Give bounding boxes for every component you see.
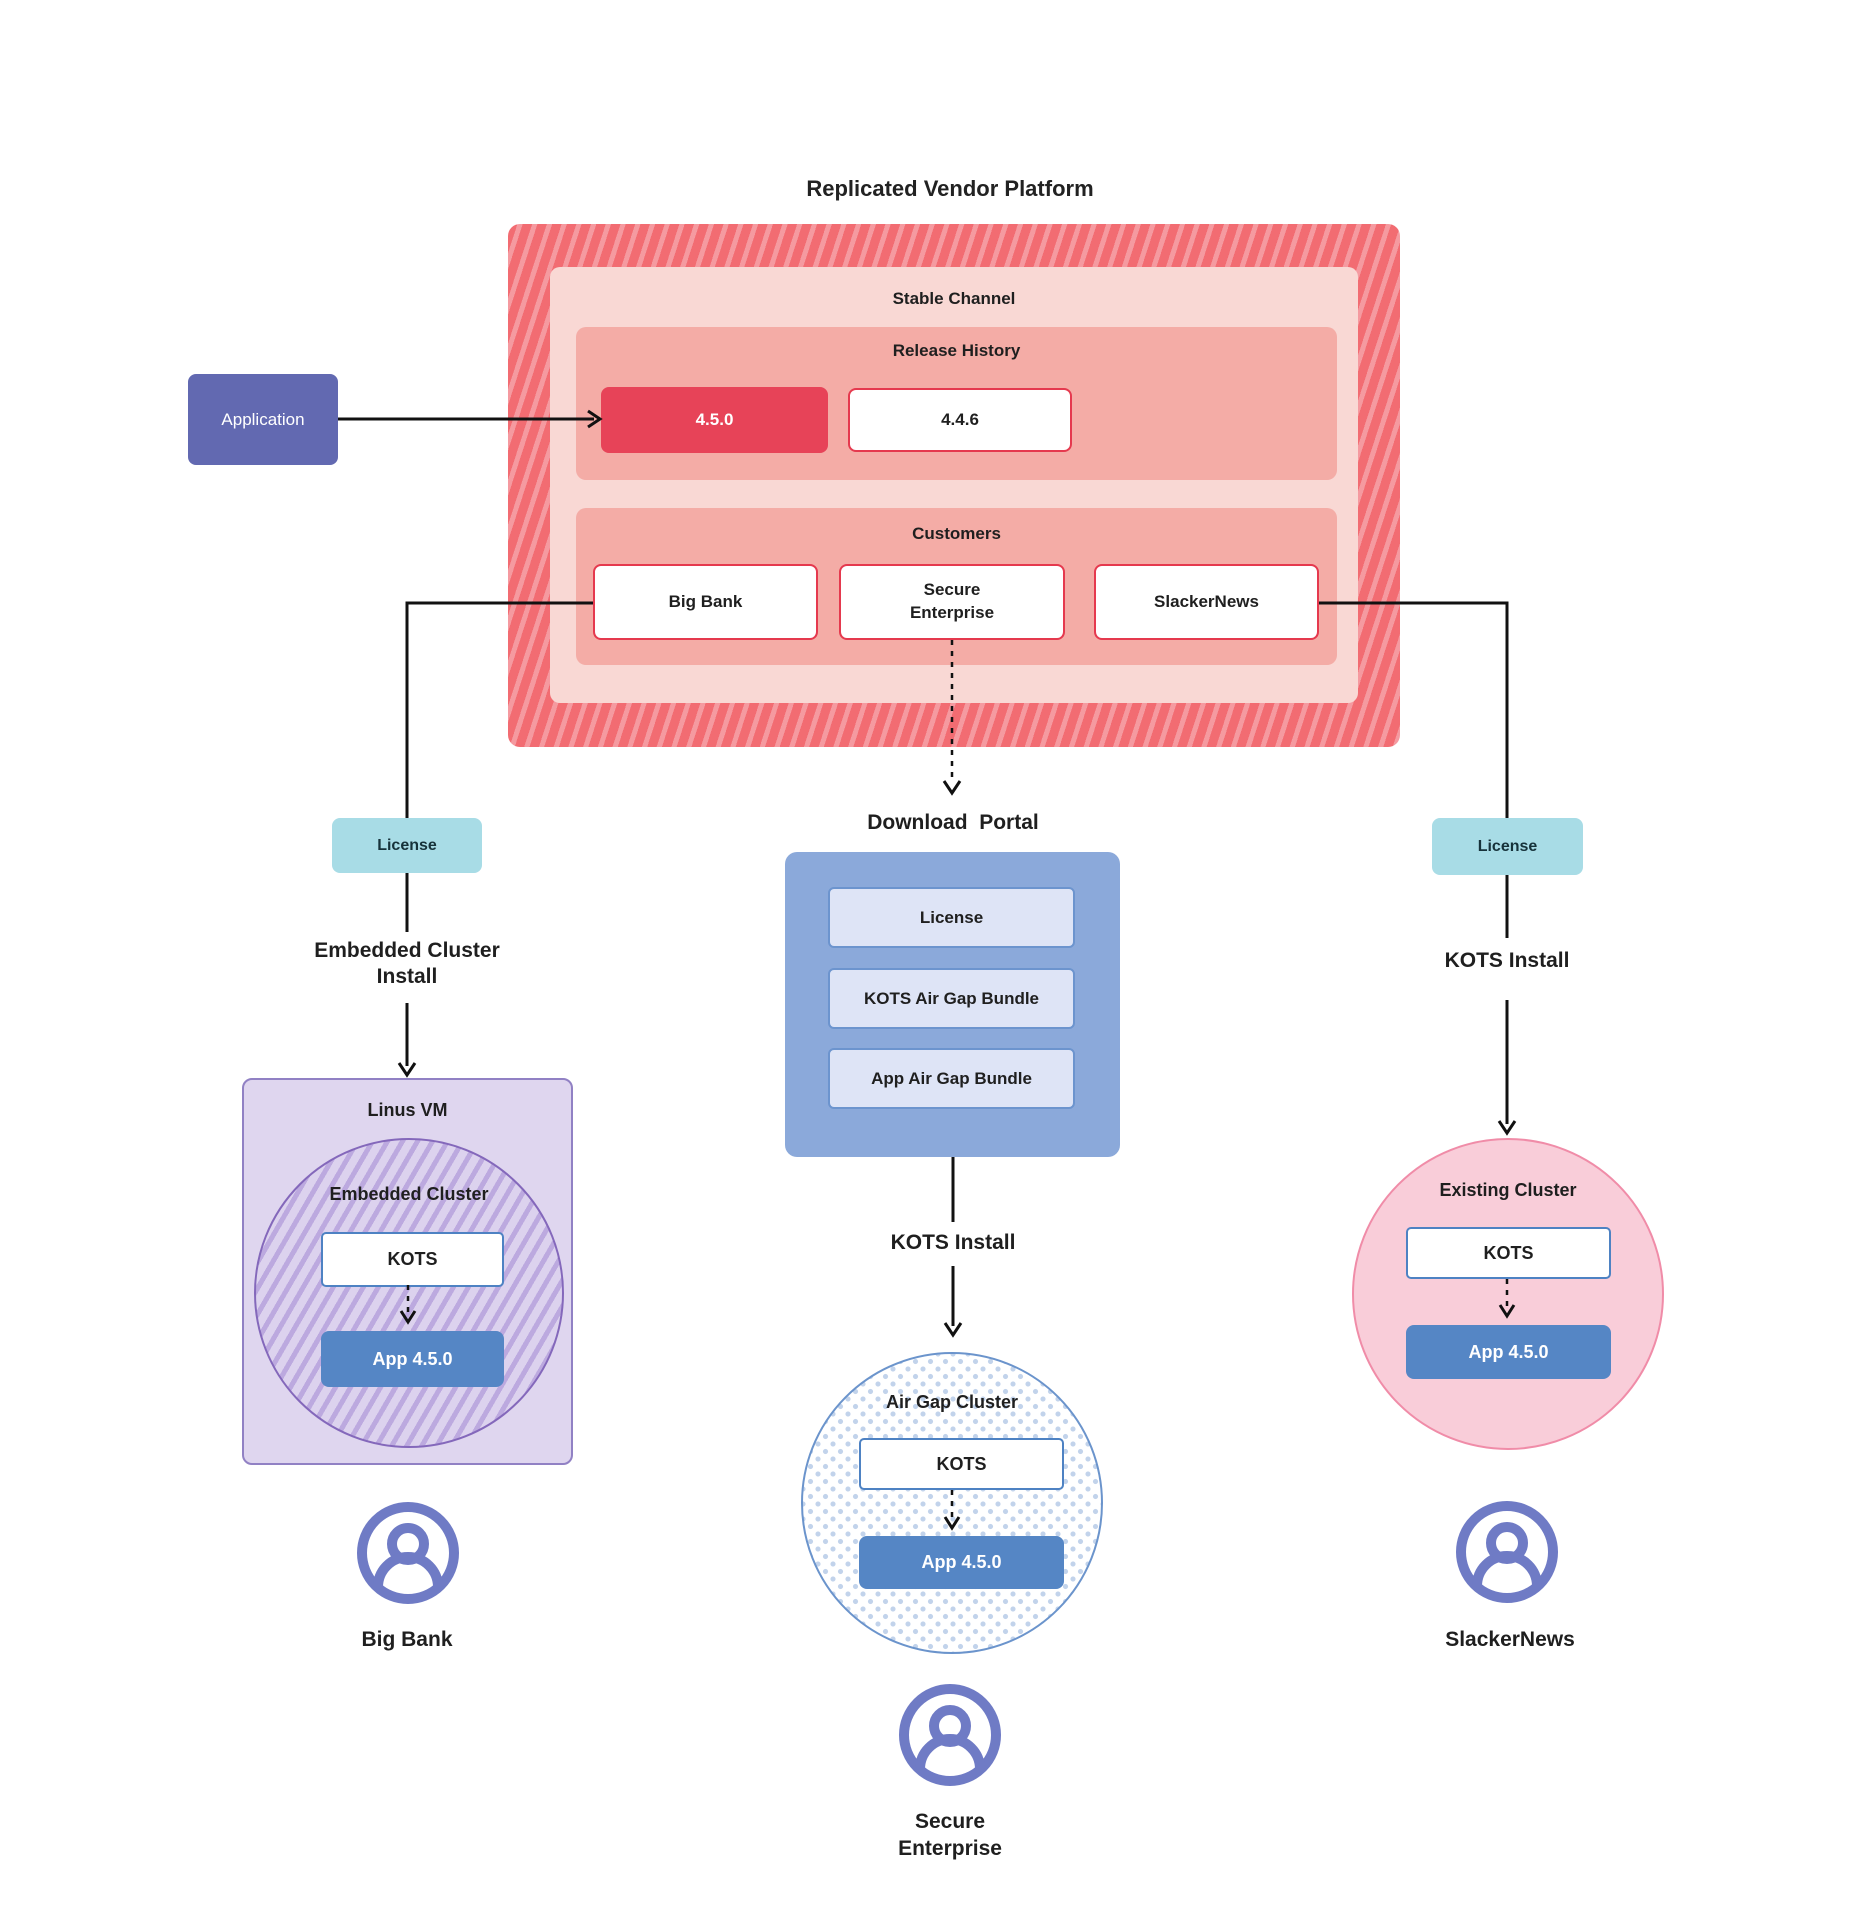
customer-big-bank-node: Big Bank xyxy=(593,564,818,640)
air-gap-cluster-circle: Air Gap Cluster KOTS App 4.5.0 xyxy=(801,1352,1103,1654)
portal-kots-bundle-item: KOTS Air Gap Bundle xyxy=(828,968,1075,1029)
kots-node-middle: KOTS xyxy=(859,1438,1064,1490)
stable-channel-box: Stable Channel Release History 4.5.0 4.4… xyxy=(550,267,1358,703)
replicated-vendor-platform-box: Stable Channel Release History 4.5.0 4.4… xyxy=(508,224,1400,747)
stable-channel-label: Stable Channel xyxy=(892,289,1016,308)
diagram-title: Replicated Vendor Platform xyxy=(806,176,1094,201)
download-portal-box: License KOTS Air Gap Bundle App Air Gap … xyxy=(785,852,1120,1157)
application-label: Application xyxy=(221,409,305,429)
kots-node-right-label: KOTS xyxy=(1483,1242,1534,1263)
customer-slackernews-label: SlackerNews xyxy=(1154,592,1259,611)
kots-install-right-label: KOTS Install xyxy=(1444,949,1570,972)
app-node-right: App 4.5.0 xyxy=(1406,1325,1611,1379)
customer-slackernews-node: SlackerNews xyxy=(1094,564,1319,640)
embedded-cluster-install-label: Embedded Cluster Install xyxy=(314,939,500,989)
release-history-box: Release History 4.5.0 4.4.6 xyxy=(576,327,1337,480)
arrowhead-secure-to-portal xyxy=(942,780,962,796)
arrowhead-kots-install-to-airgap xyxy=(943,1322,963,1338)
release-4-5-0-node: 4.5.0 xyxy=(601,387,828,453)
release-4-4-6-label: 4.4.6 xyxy=(941,410,979,429)
slackernews-user-icon xyxy=(1456,1501,1558,1603)
license-chip-right-label: License xyxy=(1477,837,1538,855)
secure-enterprise-name: Secure Enterprise xyxy=(898,1810,1002,1861)
license-chip-left: License xyxy=(332,818,482,873)
linus-vm-label: Linus VM xyxy=(367,1100,448,1120)
app-node-middle: App 4.5.0 xyxy=(859,1536,1064,1589)
kots-node-middle-label: KOTS xyxy=(936,1453,987,1474)
app-node-left: App 4.5.0 xyxy=(321,1331,504,1387)
portal-app-bundle-label: App Air Gap Bundle xyxy=(871,1068,1032,1088)
embedded-cluster-circle: Embedded Cluster KOTS App 4.5.0 xyxy=(254,1138,564,1448)
download-portal-label: Download Portal xyxy=(867,811,1039,834)
customer-secure-enterprise-node: Secure Enterprise xyxy=(839,564,1065,640)
license-chip-left-label: License xyxy=(377,836,437,854)
big-bank-name: Big Bank xyxy=(361,1628,453,1651)
release-4-5-0-label: 4.5.0 xyxy=(695,410,734,429)
customer-big-bank-label: Big Bank xyxy=(668,592,743,611)
kots-node-right: KOTS xyxy=(1406,1227,1611,1279)
release-4-4-6-node: 4.4.6 xyxy=(848,388,1072,452)
app-node-right-label: App 4.5.0 xyxy=(1468,1341,1549,1362)
arrowhead-kots-install-to-existing xyxy=(1497,1120,1517,1136)
existing-cluster-label: Existing Cluster xyxy=(1439,1180,1577,1200)
big-bank-user-icon xyxy=(357,1502,459,1604)
air-gap-cluster-label: Air Gap Cluster xyxy=(885,1392,1019,1412)
linus-vm-box: Linus VM Embedded Cluster KOTS App 4.5.0 xyxy=(242,1078,573,1465)
secure-enterprise-user-icon xyxy=(899,1684,1001,1786)
portal-license-label: License xyxy=(919,907,984,927)
embedded-cluster-label: Embedded Cluster xyxy=(329,1184,489,1204)
customers-box: Customers Big Bank Secure Enterprise Sla… xyxy=(576,508,1337,665)
app-node-middle-label: App 4.5.0 xyxy=(921,1552,1002,1572)
release-history-label: Release History xyxy=(892,341,1021,360)
customer-secure-enterprise-label: Secure Enterprise xyxy=(909,580,995,622)
kots-node-left: KOTS xyxy=(321,1232,504,1287)
kots-node-left-label: KOTS xyxy=(387,1249,438,1269)
arrowhead-ec-install-to-vm xyxy=(397,1062,417,1078)
existing-cluster-circle: Existing Cluster KOTS App 4.5.0 xyxy=(1352,1138,1664,1450)
license-chip-right: License xyxy=(1432,818,1583,875)
customers-label: Customers xyxy=(912,524,1001,543)
portal-app-bundle-item: App Air Gap Bundle xyxy=(828,1048,1075,1109)
application-node: Application xyxy=(188,374,338,465)
kots-install-middle-label: KOTS Install xyxy=(890,1231,1016,1254)
portal-kots-bundle-label: KOTS Air Gap Bundle xyxy=(863,988,1040,1008)
slackernews-name: SlackerNews xyxy=(1445,1628,1575,1651)
portal-license-item: License xyxy=(828,887,1075,948)
app-node-left-label: App 4.5.0 xyxy=(372,1348,453,1369)
